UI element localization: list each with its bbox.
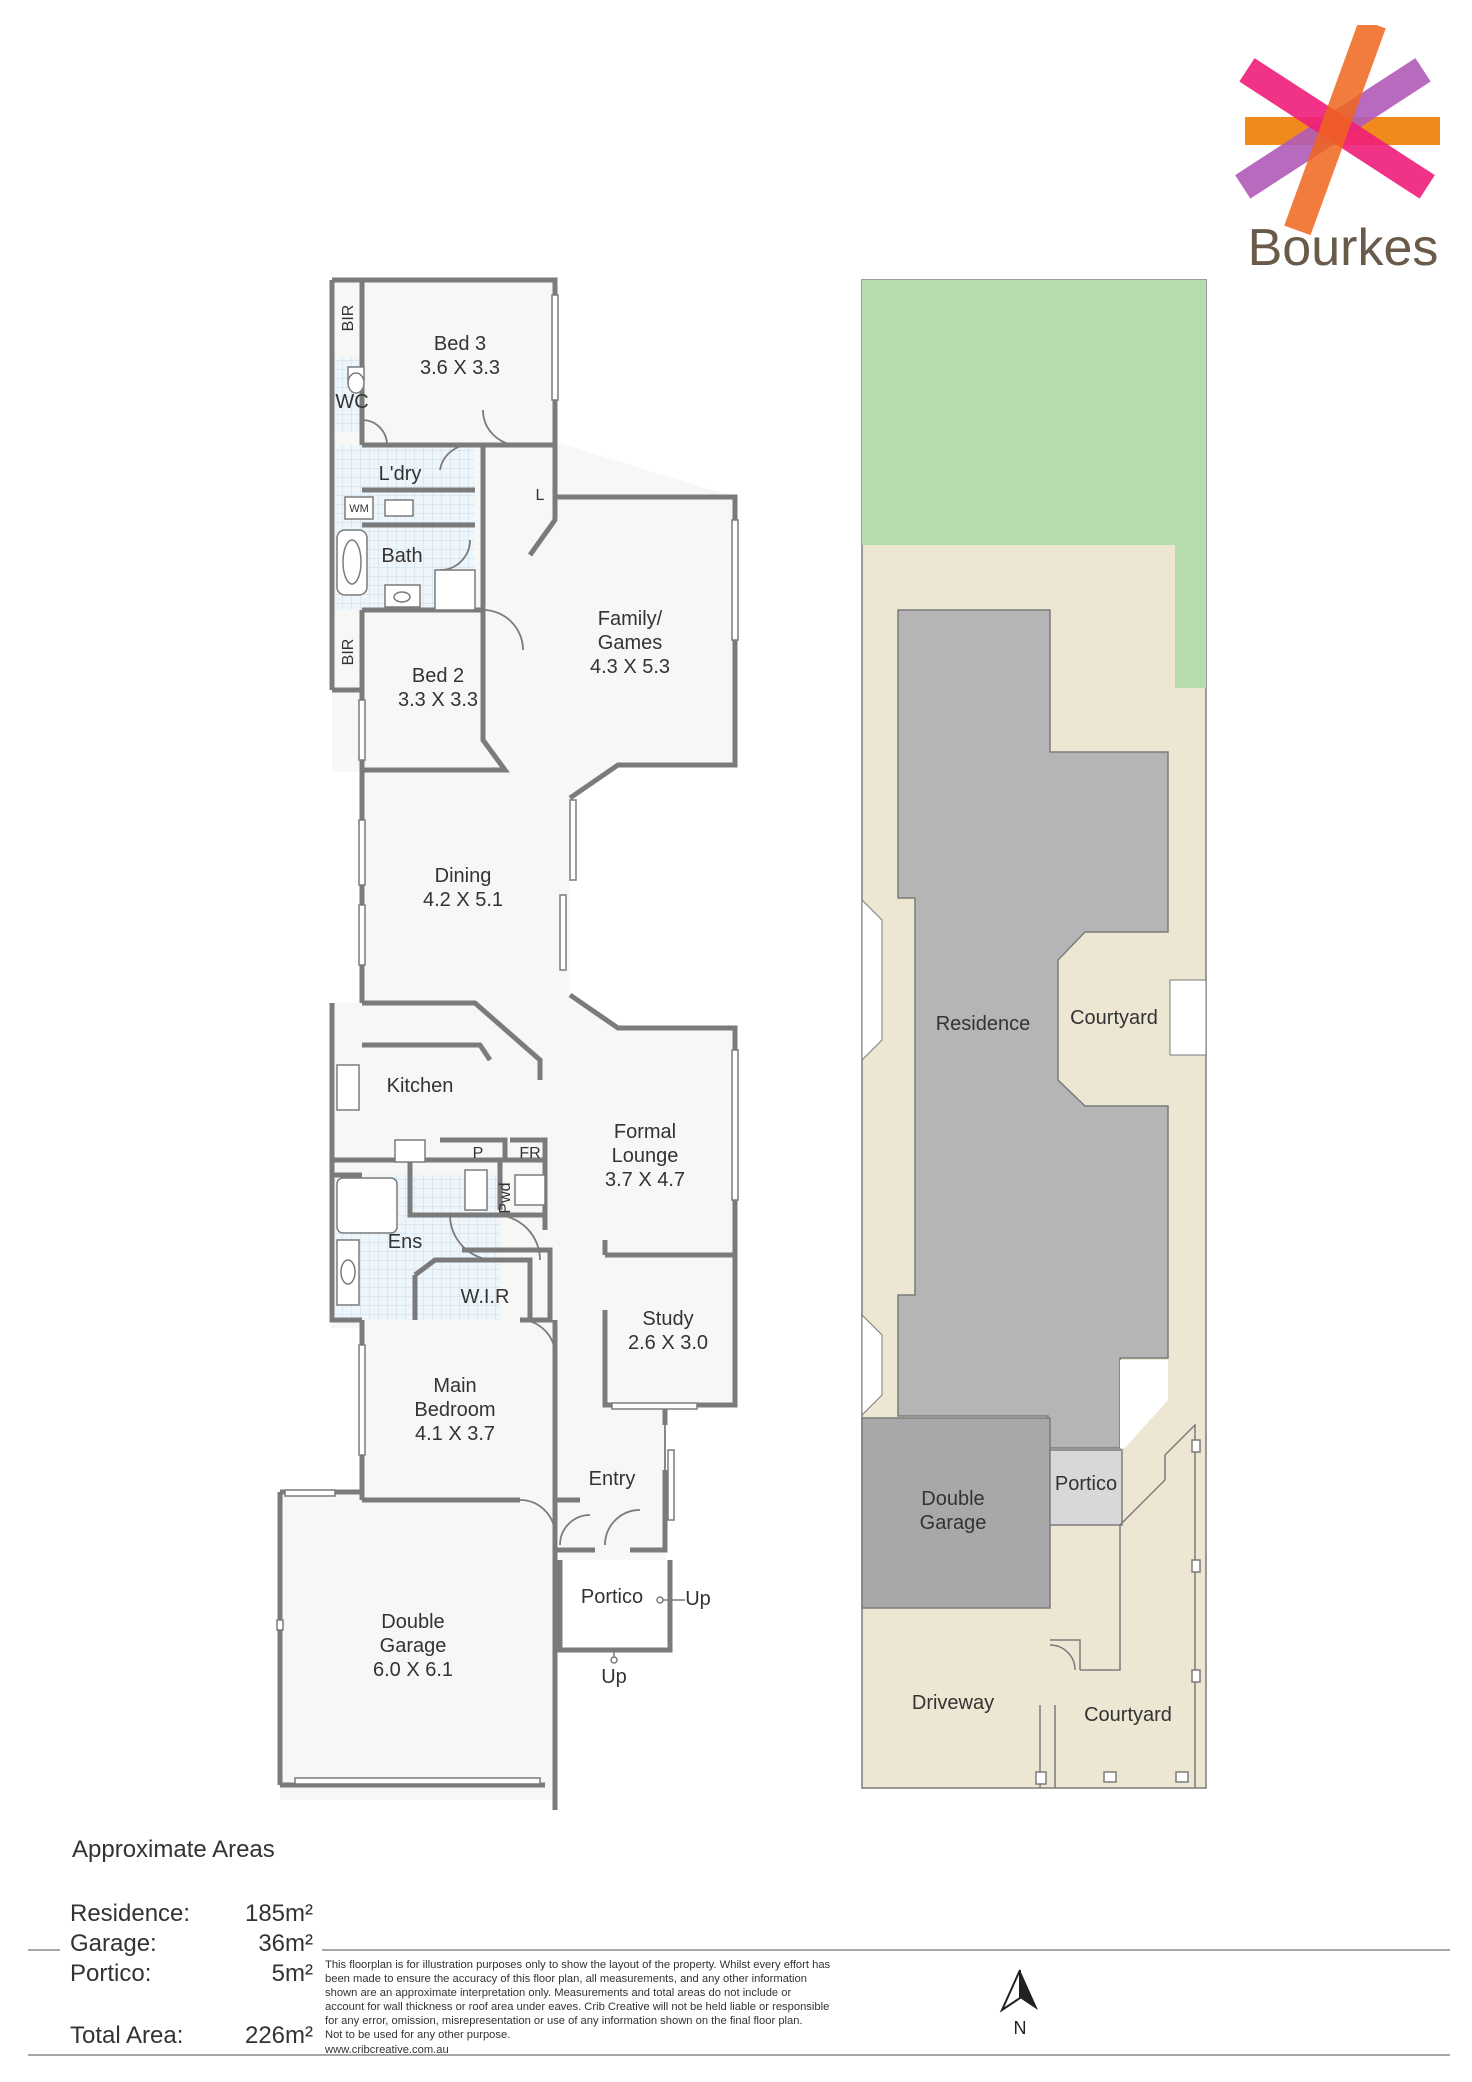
area-label-portico: Portico: <box>70 1960 152 1987</box>
room-fridge: FR <box>519 1145 540 1162</box>
room-formal-dims: 3.7 X 4.7 <box>605 1169 685 1191</box>
disclaimer-line: shown are an approximate interpretation … <box>325 1987 792 2000</box>
room-bed3-name: Bed 3 <box>434 333 486 355</box>
disclaimer: This floorplan is for illustration purpo… <box>325 1958 945 2057</box>
room-main-name-1: Main <box>433 1375 476 1397</box>
svg-text:Bed 23.3 X 3.3: Bed 23.3 X 3.3 <box>398 665 478 711</box>
room-garage-dims: 6.0 X 6.1 <box>373 1659 453 1681</box>
site-residence-block <box>897 609 1169 1449</box>
area-value-garage: 36m² <box>258 1930 313 1957</box>
room-wir: W.I.R <box>461 1286 510 1308</box>
room-kitchen: Kitchen <box>387 1075 454 1097</box>
room-wm: WM <box>349 503 369 515</box>
room-family-name-2: Games <box>598 632 662 654</box>
site-garage-line1: Double <box>921 1488 984 1510</box>
room-up-right: Up <box>685 1588 711 1610</box>
room-study-name: Study <box>642 1308 693 1330</box>
room-pwd: Pwd <box>497 1182 514 1213</box>
room-dining-name: Dining <box>435 865 492 887</box>
room-garage-name-2: Garage <box>380 1635 447 1657</box>
room-dining-dims: 4.2 X 5.1 <box>423 889 503 911</box>
site-label-portico: Portico <box>1055 1473 1117 1495</box>
north-label: N <box>1014 2018 1027 2038</box>
disclaimer-line: for any error, omission, misrepresentati… <box>325 2015 803 2028</box>
room-bir-bed2: BIR <box>340 639 357 666</box>
room-garage-name-1: Double <box>381 1611 444 1633</box>
room-main-name-2: Bedroom <box>414 1399 495 1421</box>
site-garage-line2: Garage <box>920 1512 987 1534</box>
room-ens: Ens <box>388 1231 422 1253</box>
area-label-residence: Residence: <box>70 1900 191 1927</box>
room-main-dims: 4.1 X 3.7 <box>415 1423 495 1445</box>
site-label-residence: Residence <box>936 1013 1031 1035</box>
room-family-dims: 4.3 X 5.3 <box>590 656 670 678</box>
room-family-name-1: Family/ <box>598 608 663 630</box>
room-portico: Portico <box>581 1586 643 1608</box>
room-bed2-dims: 3.3 X 3.3 <box>398 689 478 711</box>
areas-heading: Approximate Areas <box>72 1836 275 1863</box>
room-bir-top: BIR <box>340 305 357 332</box>
disclaimer-line: www.cribcreative.com.au <box>325 2043 449 2056</box>
room-bed3-dims: 3.6 X 3.3 <box>420 357 500 379</box>
room-entry: Entry <box>589 1468 636 1490</box>
brand-name: Bourkes <box>1248 219 1439 277</box>
area-value-residence: 185m² <box>244 1900 313 1927</box>
disclaimer-line: Not to be used for any other purpose. <box>325 2029 511 2042</box>
room-linen: L <box>536 487 545 504</box>
room-bath: Bath <box>381 545 422 567</box>
room-up-bottom: Up <box>601 1666 627 1688</box>
disclaimer-line: This floorplan is for illustration purpo… <box>325 1959 831 1971</box>
footer-rules <box>28 1949 1450 2056</box>
room-study-dims: 2.6 X 3.0 <box>628 1332 708 1354</box>
area-label-total: Total Area: <box>70 2022 184 2049</box>
room-formal-name-1: Formal <box>614 1121 676 1143</box>
site-label-courtyard-front: Courtyard <box>1084 1704 1172 1726</box>
room-wc: WC <box>335 391 368 413</box>
area-value-portico: 5m² <box>271 1960 313 1987</box>
room-bed2-name: Bed 2 <box>412 665 464 687</box>
site-portico-block <box>1049 1449 1123 1526</box>
disclaimer-line: been made to ensure the accuracy of this… <box>325 1973 807 1986</box>
room-ldry: L'dry <box>379 463 422 485</box>
north-arrow-icon: N <box>999 1969 1038 2038</box>
disclaimer-line: account for wall thickness or roof area … <box>325 2001 830 2014</box>
site-garage-block <box>861 1417 1051 1609</box>
site-label-driveway: Driveway <box>912 1692 994 1714</box>
site-lawn <box>862 280 1206 688</box>
bourkes-logo: Bourkes <box>1235 25 1440 277</box>
room-pantry: P <box>473 1145 484 1162</box>
area-value-total: 226m² <box>244 2022 313 2049</box>
room-formal-name-2: Lounge <box>612 1145 679 1167</box>
svg-text:Bed 33.6 X 3.3: Bed 33.6 X 3.3 <box>420 333 500 379</box>
floor-plan: Bed 33.6 X 3.3 BIR WC L'dry L WM Bath BI… <box>276 277 739 1810</box>
logo-star-icon <box>1235 25 1440 236</box>
area-label-garage: Garage: <box>70 1930 157 1957</box>
site-label-courtyard-side: Courtyard <box>1070 1007 1158 1029</box>
